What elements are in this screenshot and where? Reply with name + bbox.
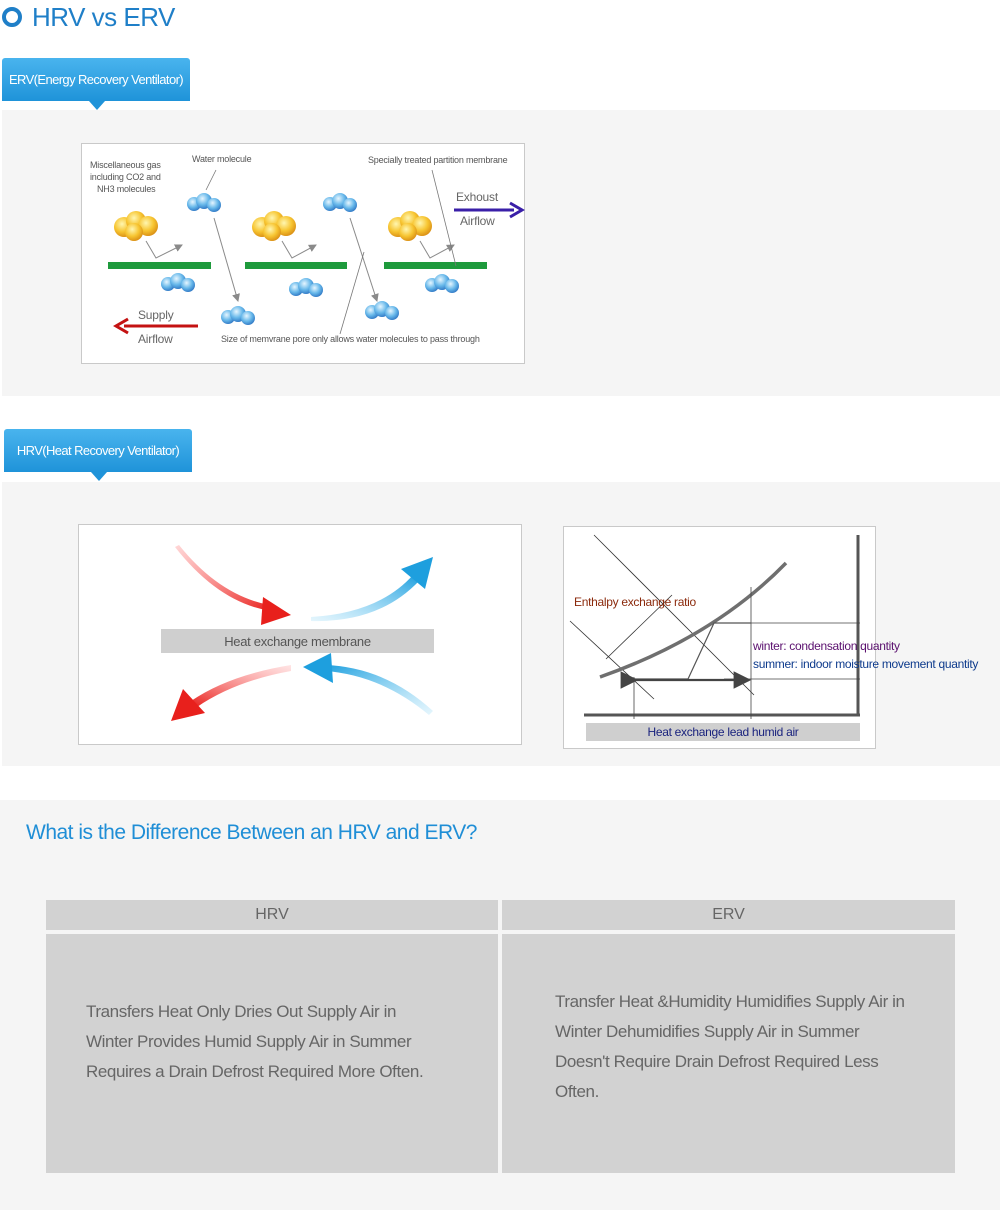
enthalpy-curve [599,561,788,679]
water-molecule-a [187,193,221,212]
page-title: HRV vs ERV [2,0,175,34]
supply-arrowhead [113,317,129,335]
water-molecule-e [425,274,459,293]
water-molecule-g [365,301,399,320]
hrv-column-text: Transfers Heat Only Dries Out Supply Air… [86,1002,424,1081]
hrv-column-header: HRV [46,900,498,930]
tab-hrv[interactable]: HRV(Heat Recovery Ventilator) [4,429,192,481]
water-molecule-c [161,273,195,292]
supply-label: Supply [138,308,174,322]
cool-inflow-arrow [303,653,433,715]
supply-airflow-label: Airflow [138,332,173,346]
membrane-1 [108,262,211,269]
exhaust-airflow-label: Airflow [460,214,495,228]
erv-diagram: Miscellaneous gas including CO2 and NH3 … [81,143,525,364]
water-molecule-label: Water molecule [192,154,252,164]
warm-inflow-arrow [175,545,291,625]
water-molecule-f [221,306,255,325]
enthalpy-graph-plot [569,534,860,719]
ring-icon [2,7,22,27]
enthalpy-ratio-label: Enthalpy exchange ratio [574,595,696,609]
hrv-diagram: Heat exchange membrane [78,524,522,745]
enthalpy-graph: Enthalpy exchange ratio winter: condensa… [563,526,978,749]
summer-label: summer: indoor moisture movement quantit… [753,657,979,671]
hrv-column-body: Transfers Heat Only Dries Out Supply Air… [46,934,498,1173]
pore-note-label: Size of memvrane pore only allows water … [221,334,480,344]
erv-column-text: Transfer Heat &Humidity Humidifies Suppl… [555,992,905,1101]
humid-air-bar: Heat exchange lead humid air [586,723,860,741]
partition-label: Specially treated partition membrane [368,155,508,165]
difference-title: What is the Difference Between an HRV an… [26,821,477,844]
membrane-2 [245,262,347,269]
membrane-3 [384,262,487,269]
gas-molecule-3 [388,211,432,241]
tab-erv-label: ERV(Energy Recovery Ventilator) [8,72,184,87]
water-molecule-d [289,278,323,297]
exhaust-label: Exhoust [456,190,498,204]
erv-diagram-graphic [108,169,525,335]
erv-column-header: ERV [502,900,955,930]
winter-label: winter: condensation quantity [753,639,900,653]
heat-exchange-membrane: Heat exchange membrane [161,629,434,653]
water-molecule-b [323,193,357,212]
misc-gas-label: Miscellaneous gas including CO2 and NH3 … [90,160,161,194]
page-title-text: HRV vs ERV [32,1,175,32]
cool-outflow-arrow [311,557,433,622]
warm-outflow-arrow [171,665,291,721]
erv-column-body: Transfer Heat &Humidity Humidifies Suppl… [502,934,955,1173]
tab-erv[interactable]: ERV(Energy Recovery Ventilator) [2,58,190,110]
hrv-diagram-graphic [171,545,433,721]
tab-hrv-label: HRV(Heat Recovery Ventilator) [16,443,180,458]
gas-molecule-2 [252,211,296,241]
gas-molecule-1 [114,211,158,241]
exhaust-arrowhead [509,201,525,219]
